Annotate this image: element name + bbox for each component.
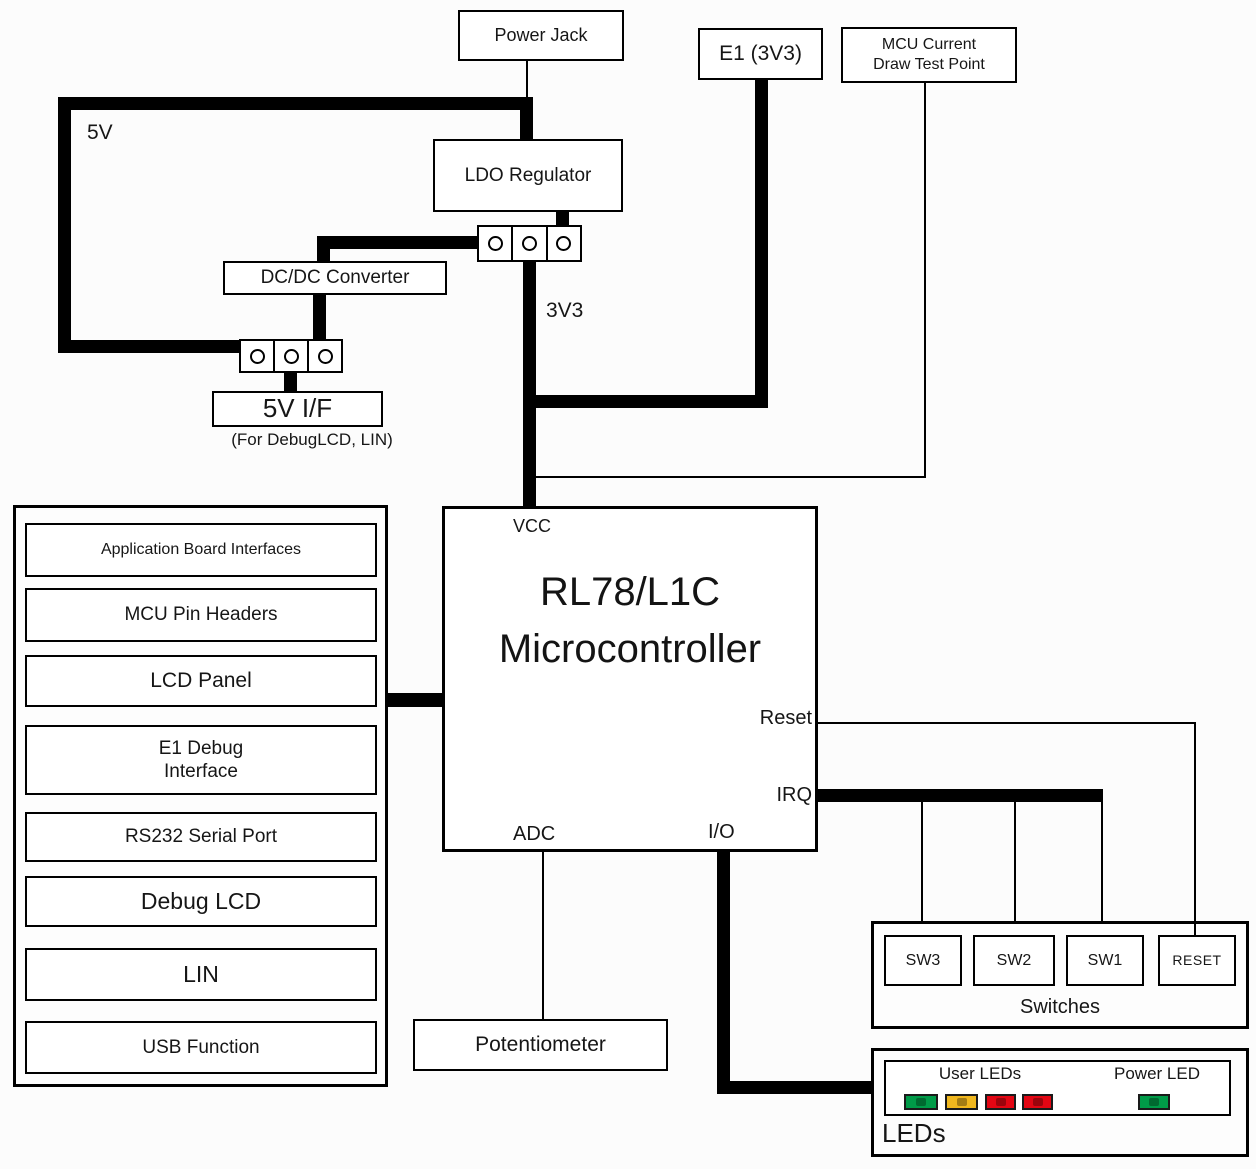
wire-irq-drop-sw3 [921, 800, 923, 921]
mcu-pin-reset-label: Reset [759, 707, 812, 729]
panel-item-debug-lcd: Debug LCD [25, 876, 377, 927]
power-led [1138, 1094, 1170, 1110]
mcu-title-line2: Microcontroller [498, 627, 762, 671]
wire-power-jack-stub [526, 61, 528, 97]
wire-jumper-branch-horizontal [317, 236, 477, 249]
panel-item-application-board-interfaces: Application Board Interfaces [25, 523, 377, 577]
wire-irq-drop-sw2 [1014, 800, 1016, 921]
jumper-pin-circle [317, 348, 333, 364]
wire-panel-to-mcu [388, 693, 442, 707]
jumper-cell [479, 227, 514, 260]
jumper-cell [275, 341, 309, 371]
mcu-box [442, 506, 818, 852]
jumper-3v3 [477, 225, 582, 262]
user-led-green [904, 1094, 938, 1110]
panel-item-mcu-pin-headers: MCU Pin Headers [25, 588, 377, 642]
switches-group-label: Switches [1019, 996, 1101, 1018]
dcdc-converter-box: DC/DC Converter [223, 261, 447, 295]
mcu-pin-adc-label: ADC [513, 823, 556, 845]
user-led-red-2 [1022, 1094, 1053, 1110]
jumper-pin-circle [283, 348, 299, 364]
mcu-current-test-point-box: MCU Current Draw Test Point [841, 27, 1017, 83]
mcu-pin-io-label: I/O [708, 821, 735, 843]
wire-branch-to-dcdc [317, 236, 330, 263]
net-label-3v3: 3V3 [546, 299, 584, 322]
switch-sw3-button: SW3 [884, 935, 962, 986]
wire-5v-rail-top [58, 97, 533, 110]
potentiometer-box: Potentiometer [413, 1019, 668, 1071]
wire-io-vertical [717, 852, 730, 1094]
wire-reset-vertical [1194, 722, 1196, 935]
wire-jumper-to-5v-if [284, 372, 297, 392]
jumper-5v [239, 339, 343, 373]
panel-item-usb-function: USB Function [25, 1021, 377, 1074]
wire-dcdc-to-jumper [313, 294, 326, 339]
panel-item-lcd-panel: LCD Panel [25, 655, 377, 707]
jumper-pin-circle [521, 236, 537, 251]
jumper-cell [309, 341, 341, 371]
wire-3v3-rail [523, 261, 536, 507]
e1-debugger-box: E1 (3V3) [698, 28, 823, 80]
wire-test-point-vertical [924, 82, 926, 478]
jumper-cell [241, 341, 275, 371]
panel-item-lin: LIN [25, 948, 377, 1001]
switch-sw1-button: SW1 [1066, 935, 1144, 986]
switch-reset-button: RESET [1158, 935, 1236, 986]
user-leds-label: User LEDs [938, 1064, 1022, 1083]
wire-ldo-to-jumper [556, 210, 569, 225]
panel-item-e1-debug-interface: E1 Debug Interface [25, 725, 377, 795]
wire-reset-horizontal [818, 722, 1196, 724]
switch-sw2-button: SW2 [973, 935, 1055, 986]
jumper-pin-circle [249, 348, 265, 364]
jumper-pin-circle [556, 236, 572, 251]
mcu-pin-irq-label: IRQ [776, 784, 812, 806]
wire-rail-to-ldo [520, 108, 533, 139]
wire-e1-vertical [755, 79, 768, 408]
jumper-cell [548, 227, 580, 260]
5v-if-note: (For DebugLCD, LIN) [231, 430, 393, 449]
mcu-title-line1: RL78/L1C [539, 570, 721, 614]
wire-5v-rail-left [58, 97, 71, 353]
5v-if-box: 5V I/F [212, 391, 383, 427]
wire-test-point-horizontal [536, 476, 926, 478]
leds-group-label: LEDs [882, 1118, 946, 1148]
wire-5v-rail-bottom [58, 340, 239, 353]
jumper-pin-circle [487, 236, 503, 251]
wire-irq-drop-sw1 [1101, 800, 1103, 921]
ldo-regulator-box: LDO Regulator [433, 139, 623, 212]
leds-inner-box [884, 1060, 1231, 1116]
user-led-red-1 [985, 1094, 1016, 1110]
wire-e1-horizontal [530, 395, 768, 408]
panel-item-rs232-serial-port: RS232 Serial Port [25, 812, 377, 862]
wire-adc-to-potentiometer [542, 852, 544, 1019]
power-jack-box: Power Jack [458, 10, 624, 61]
mcu-pin-vcc-label: VCC [513, 516, 552, 536]
wire-io-horizontal [717, 1081, 871, 1094]
power-led-label: Power LED [1114, 1064, 1200, 1083]
user-led-amber [945, 1094, 978, 1110]
jumper-cell [513, 227, 548, 260]
wire-irq-bus [818, 789, 1103, 802]
net-label-5v: 5V [87, 121, 113, 144]
